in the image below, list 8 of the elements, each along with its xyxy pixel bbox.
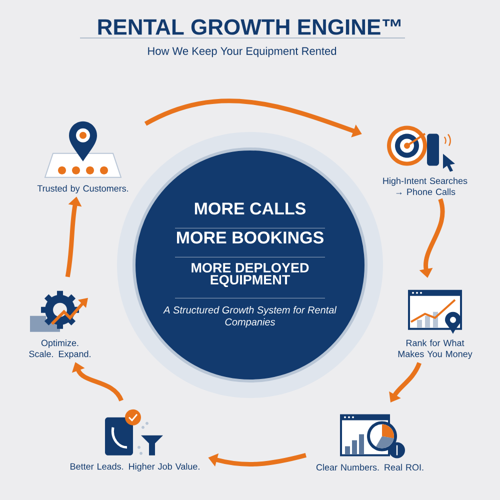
step-label: Trusted by Customers. xyxy=(37,185,128,194)
title: RENTAL GROWTH ENGINE™ xyxy=(98,19,400,35)
step-label: Clear Numbers. Real ROI. xyxy=(316,464,424,471)
step-label: Better Leads. Higher Job Value. xyxy=(70,463,200,472)
step-label: Rank for What Makes You Money xyxy=(398,340,472,359)
step-label: High-Intent Searches → Phone Calls xyxy=(383,177,468,196)
step-label: Optimize. Scale. Expand. xyxy=(29,340,90,359)
subtitle: How We Keep Your Equipment Rented xyxy=(148,46,336,58)
